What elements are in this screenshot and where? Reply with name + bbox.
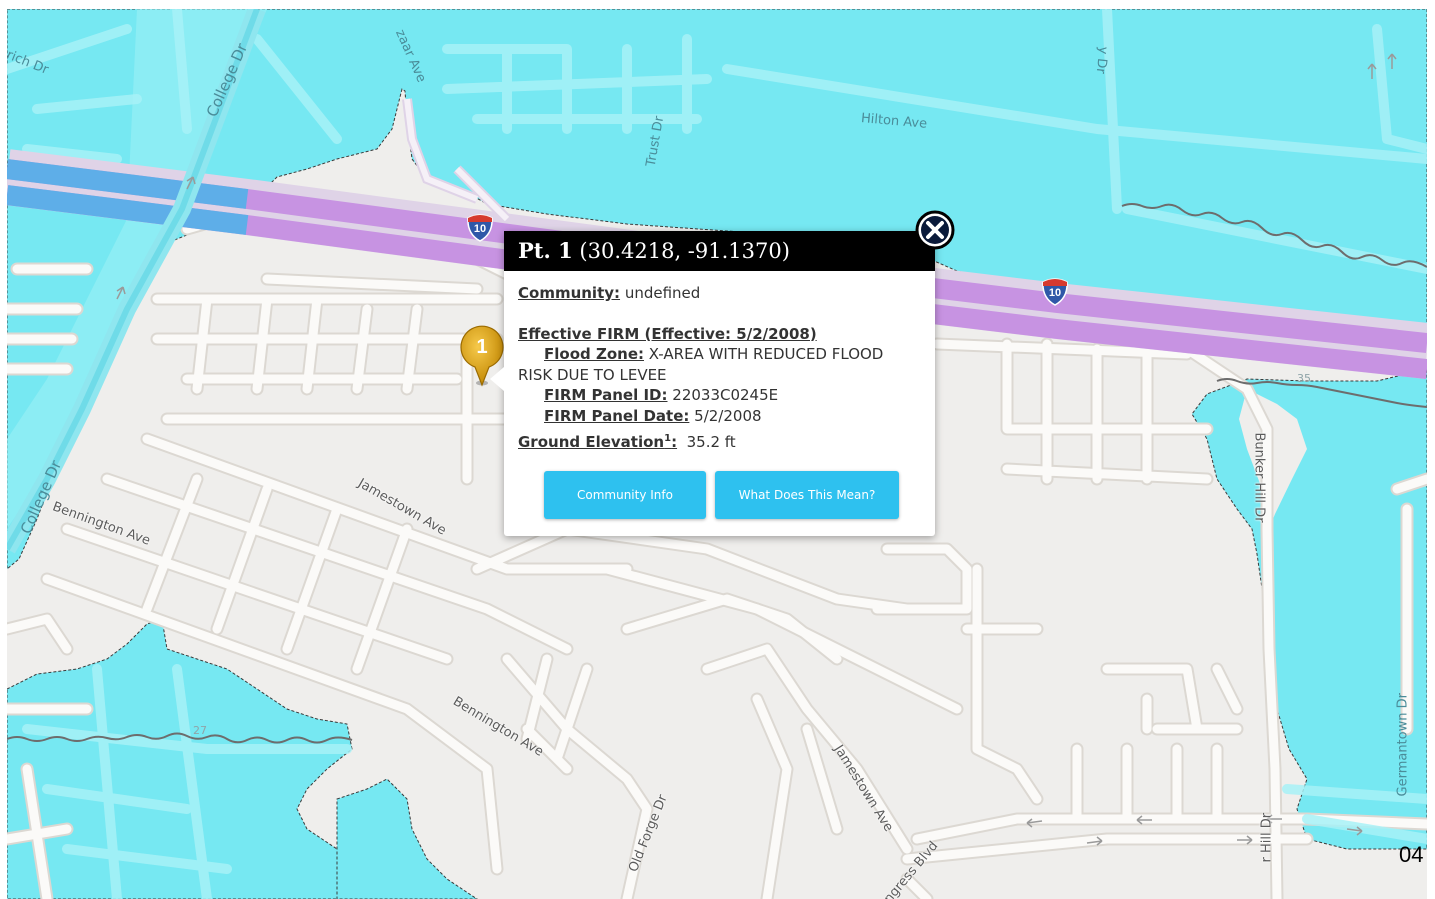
ground-elevation-label: Ground Elevation1: [518,433,678,451]
what-does-this-mean-button[interactable]: What Does This Mean? [715,471,899,519]
interstate-shield-number: 10 [473,223,487,235]
highway-i10-flood-south [7,185,249,235]
flood-zone-value: X-AREA WITH REDUCED FLOOD [648,345,884,363]
street-label-bunker-hill-dr-bottom: r Hill Dr [1259,812,1275,863]
location-marker[interactable]: 1 [459,325,505,387]
flooded-streets [7,9,1427,899]
highway-i10-flood-north [7,159,249,209]
marker-number: 1 [476,336,488,358]
close-circle-icon [915,210,955,250]
street-label-y-dr: y Dr [1092,45,1111,75]
contour-label-upper: 35 [1297,372,1311,385]
panel-date-value: 5/2/2008 [694,406,762,425]
college-dr-road-center [7,9,260,551]
corner-label: 04 [1399,842,1424,867]
street-label-bunker-hill-dr: Bunker Hill Dr [1251,432,1267,523]
contour-line-mid [1216,378,1427,408]
popup-pointer [490,367,504,391]
map-pin-icon [460,325,504,387]
community-label: Community: [518,284,621,302]
panel-date-label: FIRM Panel Date: [544,406,690,425]
panel-id-label: FIRM Panel ID: [544,386,668,404]
contour-line-lower [7,732,353,744]
contour-line-upper [1121,203,1427,268]
firm-heading-row: Effective FIRM (Effective: 5/2/2008) [518,324,921,345]
ground-elevation-value: 35.2 ft [686,433,736,451]
popup-header: Pt. 1 (30.4218, -91.1370) [504,231,935,271]
panel-id-value: 22033C0245E [672,386,779,404]
flood-info-popup: Pt. 1 (30.4218, -91.1370) Community: und… [490,231,935,536]
street-label-germantown-dr: Germantown Dr [1395,693,1411,797]
ground-elevation-row: Ground Elevation1: 35.2 ft [518,429,921,453]
interstate-shield-10-west: 10 [465,212,495,242]
panel-id-row: FIRM Panel ID: 22033C0245E [518,385,921,406]
spacer [518,304,921,324]
point-label: Pt. 1 [518,238,573,263]
interstate-shield-number: 10 [1048,287,1062,299]
interstate-shield-icon [1042,278,1068,306]
community-value: undefined [624,284,701,302]
popup-close-button[interactable] [914,209,956,251]
flood-zone-label: Flood Zone: [544,345,644,363]
flood-zone-row: Flood Zone: X-AREA WITH REDUCED FLOOD [518,344,921,365]
community-row: Community: undefined [518,283,921,304]
interstate-shield-10-east: 10 [1040,276,1070,306]
footnote-marker: 1 [664,433,672,444]
panel-date-row: FIRM Panel Date: 5/2/2008 [518,406,921,427]
flood-zone-value-continued: RISK DUE TO LEVEE [518,365,667,384]
community-info-button[interactable]: Community Info [544,471,706,519]
point-coordinates: (30.4218, -91.1370) [579,239,790,263]
one-way-arrows [116,53,1397,846]
highway-ramp-fill [404,98,510,222]
interstate-shield-icon [467,214,493,242]
popup-body: Community: undefined Effective FIRM (Eff… [504,271,935,453]
firm-heading: Effective FIRM (Effective: 5/2/2008) [518,324,817,343]
flood-zone-south [336,778,478,899]
contour-label-lower: 27 [193,724,207,737]
